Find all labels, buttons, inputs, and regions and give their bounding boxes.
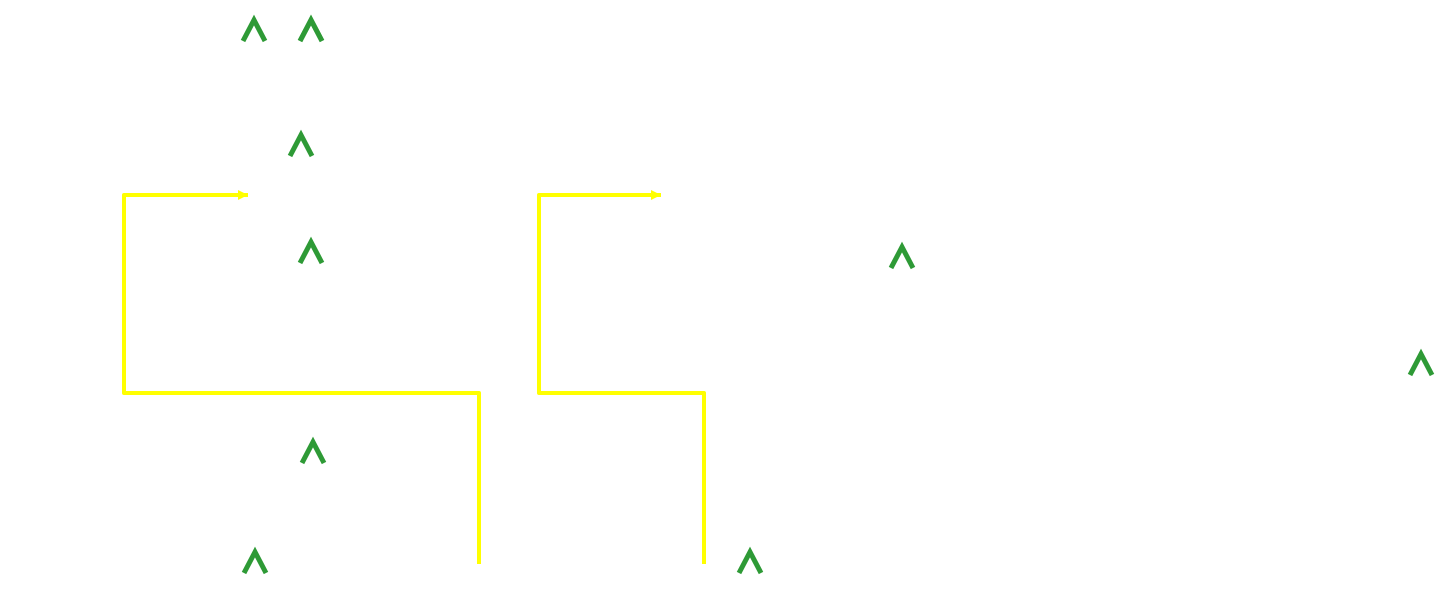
caret-up-icon [297, 14, 325, 43]
caret-up-icon [241, 546, 269, 575]
left-route-path [122, 190, 481, 564]
caret-up-icon [240, 14, 268, 43]
caret-up-icon [736, 546, 764, 575]
caret-up-icon [888, 241, 916, 270]
caret-up-icon [1407, 348, 1435, 377]
caret-up-icon [297, 236, 325, 265]
caret-up-icon [287, 129, 315, 158]
right-route-path [537, 190, 706, 564]
caret-up-icon [299, 436, 327, 465]
marker-group [240, 14, 1435, 575]
